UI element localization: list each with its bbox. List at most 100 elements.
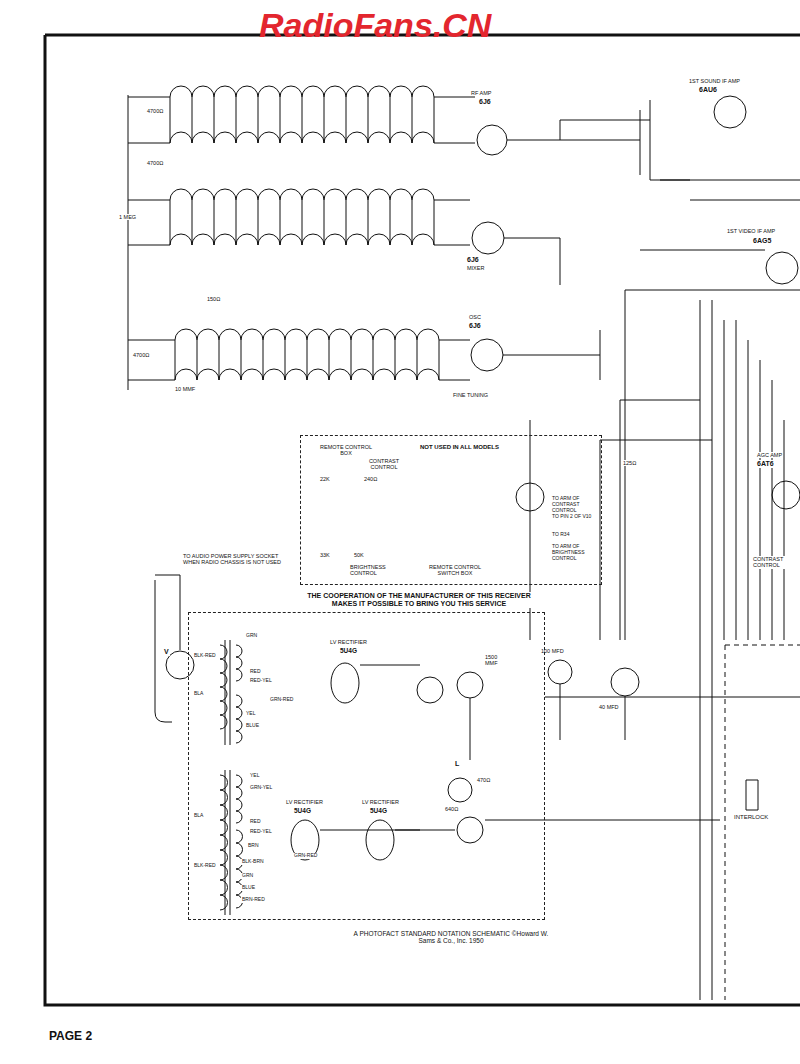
socket-symbol [166, 651, 194, 679]
coil-symbol [170, 86, 434, 97]
schematic-label: 40 MFD [598, 704, 624, 710]
schematic-label: 1ST SOUND IF AMP [688, 78, 741, 84]
schematic-label: 6J6 [478, 98, 492, 106]
rectifier-symbol [366, 820, 394, 860]
schematic-label: 4700Ω [132, 352, 150, 358]
region-text: BLA [193, 813, 204, 819]
tube-symbol [477, 125, 507, 155]
schematic-label: 1 MEG [118, 214, 137, 220]
region-text: 33K [319, 552, 331, 558]
schematic-label: V [163, 648, 170, 656]
socket-symbol [457, 817, 483, 843]
coil-group [170, 86, 439, 910]
region-text: BLK-BRN [241, 859, 265, 865]
region-text: 22K [319, 476, 331, 482]
transformer-winding [236, 695, 242, 743]
schematic-label: 6J6 [468, 322, 482, 330]
watermark: RadioFans.CN [258, 6, 560, 45]
region-text: RED-YEL [249, 678, 273, 684]
socket-symbol [548, 660, 572, 684]
schematic-label: TO AUDIO POWER SUPPLY SOCKET WHEN RADIO … [182, 553, 288, 566]
schematic-label: 150Ω [206, 296, 221, 302]
region-text: BLA [193, 691, 204, 697]
remote-control-region: REMOTE CONTROL BOX NOT USED IN ALL MODELS… [300, 435, 602, 585]
schematic-label: OSC [468, 314, 482, 320]
socket-symbol [457, 672, 483, 698]
coil-symbol [170, 189, 434, 200]
region-text: BLUE [241, 885, 256, 891]
schematic-label: RF AMP [470, 90, 492, 96]
transformer-winding [236, 645, 242, 681]
caption: A PHOTOFACT STANDARD NOTATION SCHEMATIC … [350, 930, 552, 945]
schematic-label: 6J6 [466, 256, 480, 264]
region-text: CONTRAST CONTROL [361, 458, 407, 471]
interlock-symbol [746, 780, 758, 810]
tube-symbol [472, 222, 504, 254]
bus-wire [128, 95, 175, 390]
region-text: REMOTE CONTROL SWITCH BOX [419, 564, 491, 577]
region-text: GRN-RED [293, 853, 318, 859]
socket-symbol [417, 677, 443, 703]
tube-symbol [772, 481, 800, 509]
region-text: TO R34 [551, 532, 599, 538]
transformer-winding [236, 775, 242, 823]
region-text: TO PIN 2 OF V10 [551, 514, 599, 520]
chassis-outline [725, 645, 800, 1000]
socket-symbol [516, 483, 544, 511]
schematic-label: 6AT6 [756, 460, 775, 468]
schematic-label: 4700Ω [146, 160, 164, 166]
turret-wire [170, 200, 434, 245]
region-text: GRN [245, 633, 258, 639]
socket-symbol [448, 778, 472, 802]
transformer-winding [220, 645, 227, 729]
region-text: 5U4G [369, 807, 388, 814]
region-text: LV RECTIFIER [329, 639, 368, 645]
schematic-label: 6AG5 [752, 237, 772, 245]
schematic-label: MIXER [466, 265, 485, 271]
schematic-label: FINE TUNING [452, 392, 490, 398]
page-number: PAGE 2 [48, 1030, 93, 1044]
schematic-label: 10 MMF [174, 386, 196, 392]
region-text: TO ARM OF BRIGHTNESS CONTROL [551, 544, 599, 561]
schematic-label: 1500 MMF [484, 654, 510, 667]
region-text: BRN-RED [241, 897, 266, 903]
bundle-wire [530, 290, 800, 1000]
tuner-wire [434, 97, 475, 380]
schematic-label: 6AU6 [698, 86, 718, 94]
region-text: LV RECTIFIER [361, 799, 400, 805]
region-text: REMOTE CONTROL BOX [315, 444, 377, 457]
rectifier-symbol [291, 820, 319, 860]
region-text: RED [249, 819, 262, 825]
region-text: NOT USED IN ALL MODELS [419, 444, 500, 451]
schematic-label: 1ST VIDEO IF AMP [726, 228, 776, 234]
region-text: BLUE [245, 723, 260, 729]
schematic-label: THE COOPERATION OF THE MANUFACTURER OF T… [298, 592, 540, 608]
schematic-label: CONTRAST CONTROL [752, 556, 798, 569]
tube-symbol [766, 252, 798, 284]
page-frame [45, 35, 800, 1005]
coil-symbol [175, 329, 439, 340]
transformer-core [225, 640, 455, 915]
tube-symbol [714, 96, 746, 128]
region-text: TO ARM OF CONTRAST CONTROL [551, 496, 599, 513]
schematic-label: 125Ω [622, 460, 637, 466]
schematic-label: 470Ω [476, 777, 491, 783]
schematic-label: 100 MFD [540, 648, 566, 654]
region-text: YEL [249, 773, 260, 779]
region-text: BLK-RED [193, 863, 217, 869]
region-text: GRN-RED [269, 697, 294, 703]
signal-wire [503, 100, 800, 380]
schematic-label: L [454, 760, 460, 768]
region-text: GRN-YEL [249, 785, 273, 791]
tube-symbol [471, 339, 503, 371]
region-text: BRN [247, 843, 260, 849]
schematic-label: 640Ω [444, 806, 459, 812]
rectifier-symbol [331, 663, 359, 703]
socket-symbol [611, 668, 639, 696]
transformer-winding [220, 775, 228, 910]
region-text: 5U4G [339, 647, 358, 654]
region-text: BRIGHTNESS CONTROL [349, 564, 401, 577]
schematic-label: 4700Ω [146, 108, 164, 114]
region-text: 5U4G [293, 807, 312, 814]
